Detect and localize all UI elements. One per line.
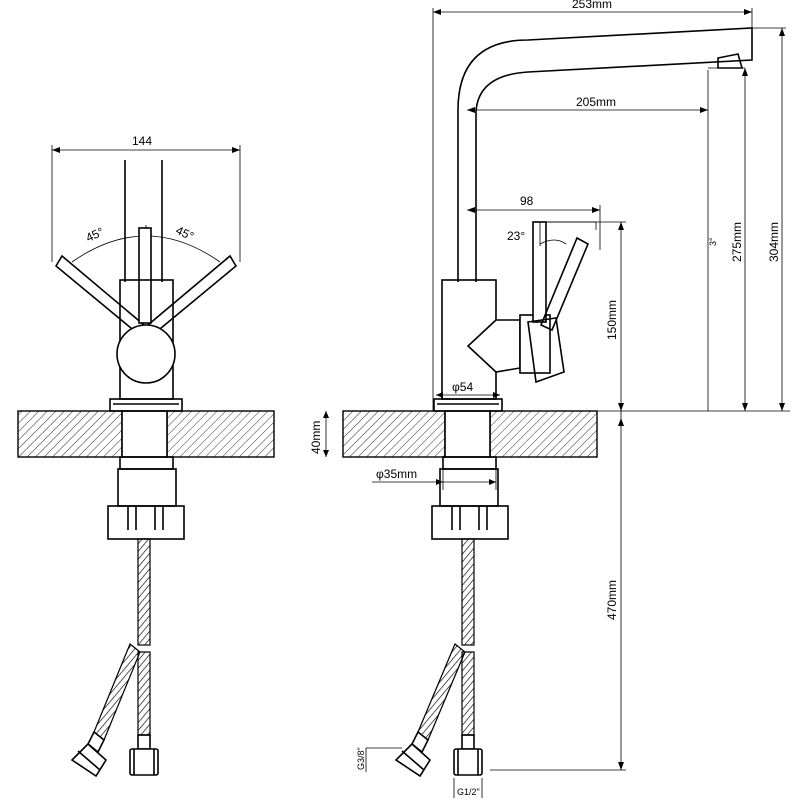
handle-left-position xyxy=(54,254,152,340)
countertop-section-front xyxy=(17,410,275,458)
hose-length-dimension: 470mm xyxy=(490,411,626,771)
body-height-dimension: 150mm xyxy=(544,221,626,411)
handle-tilted-position xyxy=(539,236,590,332)
cartridge-cap xyxy=(116,324,176,384)
mounting-nut-side xyxy=(431,456,509,540)
spout-reach-dimension: 205mm xyxy=(467,95,708,113)
base-ring-front xyxy=(109,398,183,412)
thread-side-label: G3/8" xyxy=(356,747,366,770)
handle-upright-front xyxy=(138,227,152,324)
outlet-height-label: 275mm xyxy=(730,222,744,262)
total-length-label: 253mm xyxy=(572,0,612,11)
handle-offset-dimension: 98 xyxy=(467,194,601,250)
mounting-nut-front xyxy=(107,456,185,540)
countertop-section-side xyxy=(342,410,598,458)
hoses-front xyxy=(93,538,151,741)
spout-reach-label: 205mm xyxy=(576,95,616,109)
thread-side-callout: G3/8" xyxy=(356,747,402,772)
hose-fittings-side xyxy=(394,730,483,778)
handle-upright-side xyxy=(532,221,547,323)
base-diameter-dimension: φ54 xyxy=(436,380,500,398)
base-ring-side xyxy=(433,398,503,412)
hose-fittings-front xyxy=(70,730,159,778)
total-height-label: 304mm xyxy=(767,222,781,262)
thread-bottom-label: G1/2" xyxy=(457,787,480,797)
shank-diameter-dimension: φ35mm xyxy=(372,467,497,490)
hoses-side xyxy=(417,538,475,741)
angle-left-label: 45° xyxy=(84,224,107,244)
width-label: 144 xyxy=(132,134,152,148)
shank-diameter-label: φ35mm xyxy=(376,467,417,481)
base-diameter-label: φ54 xyxy=(452,380,473,394)
outlet-height-dimension: 3° 275mm xyxy=(707,68,748,411)
thread-bottom-callout: G1/2" xyxy=(453,778,483,798)
width-dimension: 144 xyxy=(51,134,241,262)
spout-tilt-label: 3° xyxy=(708,237,718,246)
handle-right-position xyxy=(140,254,238,340)
spout-front xyxy=(124,160,163,282)
front-view: 144 45° 45° xyxy=(17,134,275,778)
hose-length-label: 470mm xyxy=(605,580,619,620)
counter-thickness-dimension: 40mm xyxy=(309,411,329,457)
handle-cone xyxy=(466,319,521,373)
total-height-dimension: 304mm xyxy=(752,27,786,411)
handle-angle-label: 23° xyxy=(507,229,525,243)
handle-angle-dimension: 23° xyxy=(507,221,597,246)
spout-side xyxy=(457,27,753,282)
handle-offset-label: 98 xyxy=(520,194,534,208)
side-view: 253mm 205mm 98 23° 150mm xyxy=(309,0,790,798)
counter-thickness-label: 40mm xyxy=(309,421,323,454)
total-length-dimension: 253mm xyxy=(432,0,753,411)
body-height-label: 150mm xyxy=(605,300,619,340)
handle-hub-tilted xyxy=(527,317,565,384)
handle-hub xyxy=(519,314,551,374)
